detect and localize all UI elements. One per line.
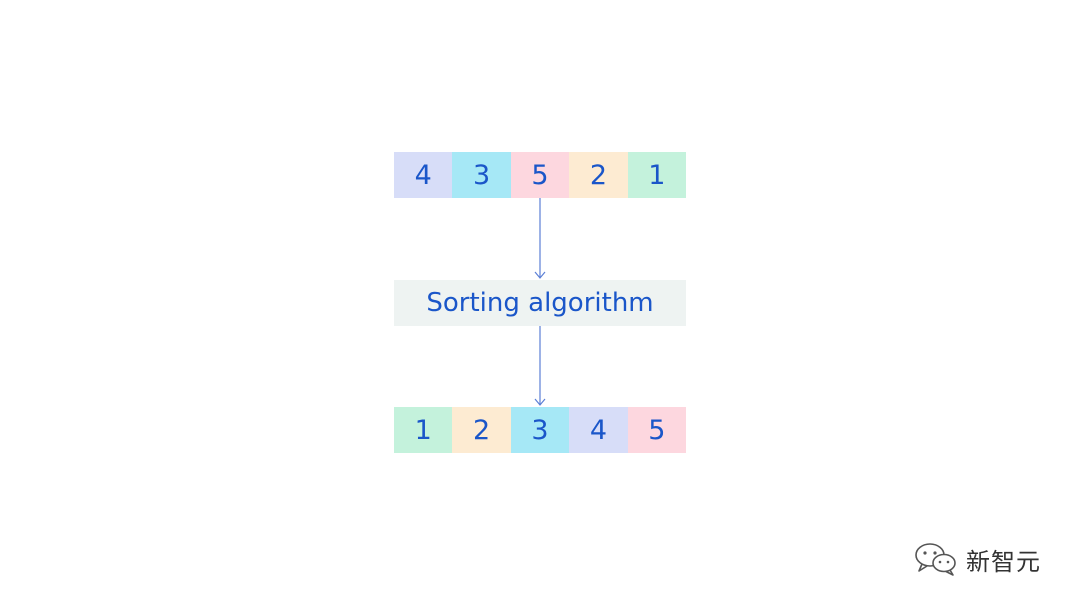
down-arrow-icon (534, 198, 546, 279)
sorting-algorithm-box: Sorting algorithm (394, 280, 686, 326)
watermark: 新智元 (912, 540, 1041, 578)
input-cell: 1 (627, 152, 687, 198)
algorithm-label: Sorting algorithm (426, 288, 654, 318)
input-cell: 5 (510, 152, 570, 198)
output-cell: 5 (627, 407, 687, 453)
output-cell: 1 (394, 407, 453, 453)
output-cell: 4 (569, 407, 628, 453)
output-cell: 2 (452, 407, 511, 453)
input-cell: 2 (569, 152, 628, 198)
input-cell: 4 (394, 152, 453, 198)
down-arrow-icon (534, 326, 546, 406)
output-array: 1 2 3 4 5 (394, 407, 687, 453)
input-cell: 3 (452, 152, 511, 198)
watermark-text: 新智元 (966, 547, 1041, 576)
output-cell: 3 (510, 407, 570, 453)
wechat-icon (915, 543, 956, 576)
input-array: 4 3 5 2 1 (394, 152, 687, 198)
